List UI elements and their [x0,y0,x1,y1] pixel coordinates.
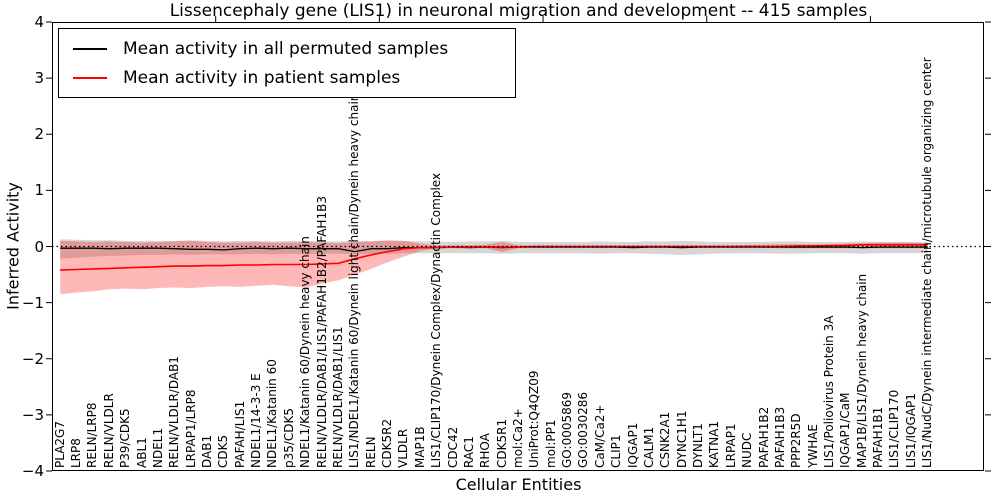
x-category-label: NDEL1/Katanin 60 [265,359,280,468]
x-category-label: NUDC [740,432,755,468]
y-axis-title: Inferred Activity [3,182,23,310]
x-category-label: RELN/VLDLR/DAB1/LIS1/PAFAH1B2/PAFAH1B3 [314,196,329,468]
x-category-label: LIS1/NDEL1/Katanin 60/Dynein light chain… [347,93,362,468]
y-tick-label: 3 [34,69,44,88]
x-category-label: mol:PP1 [543,419,558,468]
x-category-label: RELN/VLDLR/DAB1/LIS1 [330,326,345,468]
x-category-label: RELN/VLDLR [101,393,116,468]
legend-entry-patient: Mean activity in patient samples [59,63,515,92]
x-category-label: CLIP1 [609,434,624,468]
x-category-label: LIS1/CLIP170 [887,389,902,468]
y-tick-label: −2 [21,349,44,368]
x-category-label: p35/CDK5 [281,407,296,468]
x-category-label: IQGAP1/CaM [838,392,853,469]
y-tick-label: 2 [34,125,44,144]
x-category-label: NDEL1/14-3-3 E [249,373,264,468]
x-category-label: CDK5R2 [380,418,395,468]
x-category-label: IQGAP1 [625,422,640,468]
y-tick-label: 0 [34,237,44,256]
permuted-samples-range-area [60,239,928,259]
x-category-label: PAFAH1B3 [772,406,787,468]
x-category-label: NDEL1/Katanin 60/Dynein heavy chain [298,236,313,468]
legend-label-patient: Mean activity in patient samples [123,67,401,88]
x-category-label: GO:0030286 [576,391,591,468]
x-category-label: CaM/Ca2+ [592,404,607,468]
x-category-label: UniProt:Q4QZ09 [527,370,542,468]
x-category-label: PAFAH1B2 [756,406,771,468]
x-category-label: CDC42 [445,426,460,468]
y-tick-label: −4 [21,462,44,480]
x-category-label: CDK5 [216,434,231,468]
x-category-label: LRPAP1 [723,423,738,468]
x-category-label: PLA2G7 [52,421,67,468]
x-category-label: RHOA [478,433,493,468]
x-category-label: ABL1 [134,437,149,468]
x-category-label: RELN/LRP8 [85,402,100,468]
x-category-label: LIS1/NudC/Dynein intermediate chain/micr… [920,57,935,468]
x-category-label: LIS1/IQGAP1 [903,393,918,468]
x-category-label: RELN/VLDLR/DAB1 [167,356,182,468]
x-category-label: PAFAH/LIS1 [232,400,247,468]
y-tick-label: 1 [34,181,44,200]
x-category-label: DYNLT1 [691,423,706,468]
series-line-1 [60,244,928,271]
x-category-label: LIS1/Poliovirus Protein 3A [822,315,836,468]
x-category-label: LRP8 [69,438,84,468]
x-category-label: PPP2R5D [789,413,804,468]
x-category-label: P39/CDK5 [118,408,133,468]
x-category-label: NDEL1 [150,427,165,468]
x-category-label: CDK5R1 [494,418,509,468]
x-category-label: KATNA1 [707,420,722,468]
legend-box: Mean activity in all permuted samples Me… [58,28,516,98]
chart-title: Lissencephaly gene (LIS1) in neuronal mi… [169,1,868,21]
x-category-label: MAP1B/LIS1/Dynein heavy chain [854,273,869,468]
x-category-label: LIS1/CLIP170/Dynein Complex/Dynactin Com… [429,172,444,468]
x-category-label: YWHAE [805,423,820,468]
y-tick-label: 4 [34,13,44,31]
patient-samples-range-area [60,240,928,295]
patient-line-swatch [73,76,107,79]
x-category-label: LRPAP1/LRP8 [183,389,198,468]
y-tick-label: −3 [21,405,44,424]
legend-entry-permuted: Mean activity in all permuted samples [59,34,515,63]
x-category-label: CALM1 [641,426,656,468]
x-category-label: RELN [363,436,378,468]
x-category-label: PAFAH1B1 [871,406,886,468]
x-category-label: mol:Ca2+ [511,408,525,468]
y-tick-label: −1 [21,293,44,312]
x-category-label: VLDLR [396,428,411,468]
x-axis-title: Cellular Entities [455,475,582,494]
x-category-label: CSNK2A1 [658,411,673,468]
x-category-label: RAC1 [461,436,476,468]
permuted-line-swatch [73,47,107,50]
x-category-label: DYNC1H1 [674,410,689,468]
x-category-label: GO:0005869 [560,391,575,468]
x-category-label: DAB1 [200,434,214,468]
x-category-label: MAP1B [412,426,427,468]
legend-label-permuted: Mean activity in all permuted samples [123,38,449,59]
